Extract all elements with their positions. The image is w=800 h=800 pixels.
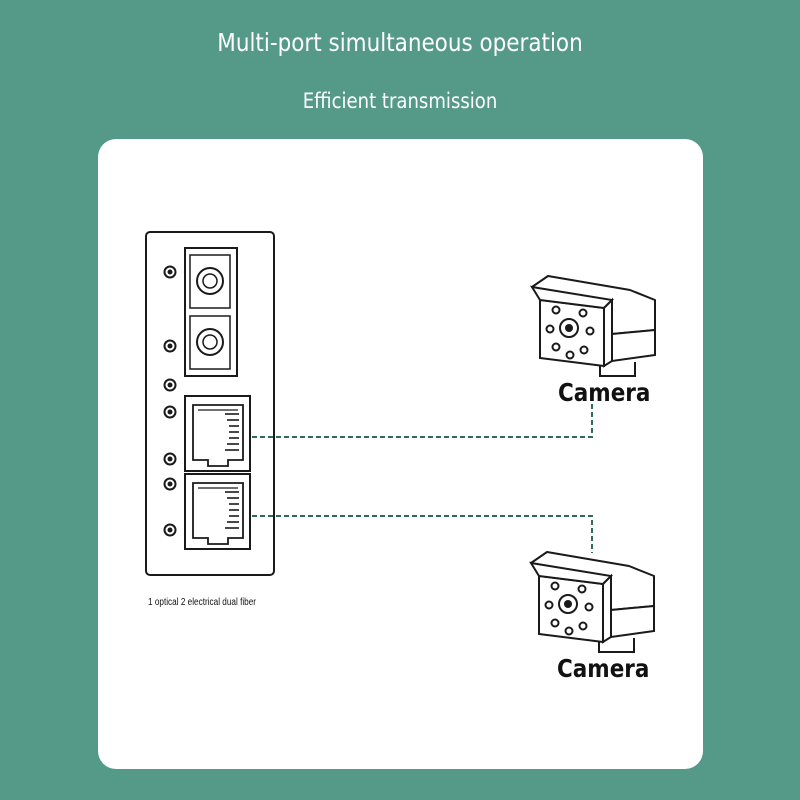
led-indicator-icon — [163, 265, 177, 537]
camera-icon — [530, 275, 656, 377]
fiber-converter-device — [145, 231, 275, 576]
rj45-port-icon — [184, 395, 251, 472]
camera-label-2: Camera — [557, 654, 650, 683]
camera-label-1: Camera — [558, 378, 651, 407]
camera-icon — [529, 551, 655, 653]
network-cable-lines — [252, 393, 593, 553]
page-subtitle: Efficient transmission — [302, 89, 498, 113]
device-caption: 1 optical 2 electrical dual fiber — [148, 597, 257, 608]
fiber-port-icon — [184, 247, 238, 377]
page-title: Multi-port simultaneous operation — [217, 28, 583, 57]
rj45-port-icon — [184, 473, 251, 550]
